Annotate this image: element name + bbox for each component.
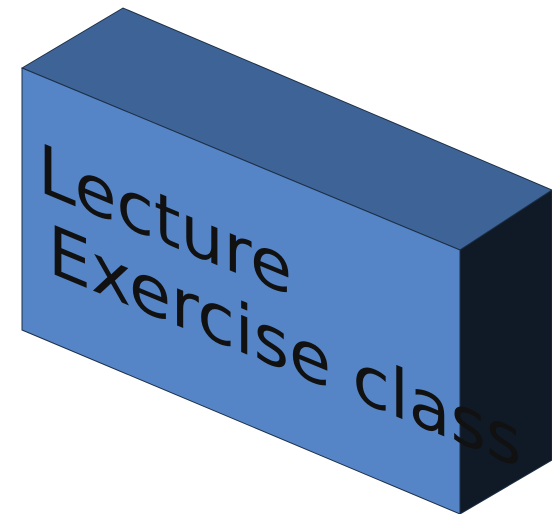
3d-box: Lecture Exercise class: [0, 0, 552, 514]
diagram-canvas: Lecture Exercise class: [0, 0, 552, 514]
